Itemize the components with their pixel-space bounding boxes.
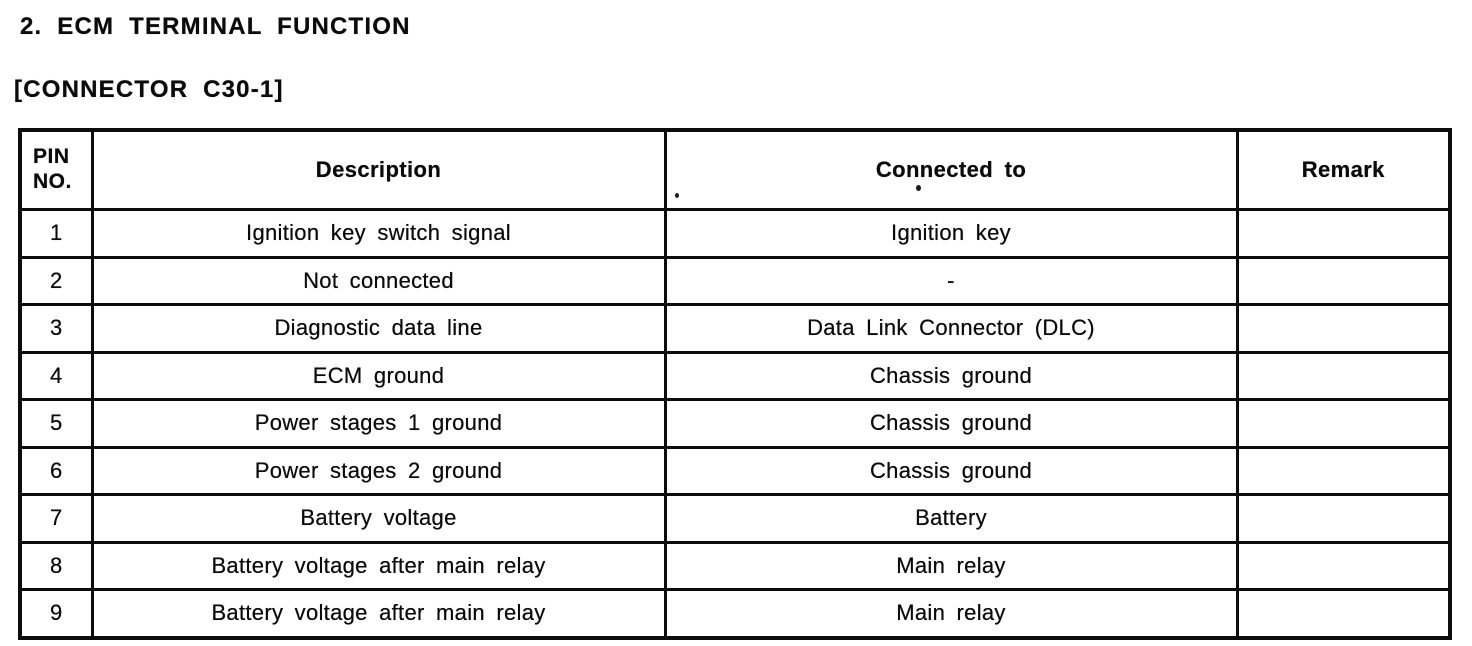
column-header-remark: Remark — [1235, 128, 1452, 211]
description-cell: Power stages 2 ground — [90, 445, 667, 496]
remark-cell — [1235, 255, 1452, 306]
column-header-description: Description — [90, 128, 667, 211]
ecm-terminal-function-table: PIN NO. Description Connected to Remark … — [18, 128, 1452, 640]
description-cell: ECM ground — [90, 350, 667, 401]
remark-cell — [1235, 493, 1452, 544]
remark-cell — [1235, 445, 1452, 496]
connected-to-cell: Chassis ground — [663, 398, 1239, 449]
description-cell: Power stages 1 ground — [90, 398, 667, 449]
table-row: 6 Power stages 2 ground Chassis ground — [18, 445, 1452, 496]
remark-cell — [1235, 303, 1452, 354]
connected-to-cell: Chassis ground — [663, 350, 1239, 401]
pin-header-line2: NO. — [33, 170, 72, 193]
description-cell: Diagnostic data line — [90, 303, 667, 354]
description-cell: Ignition key switch signal — [90, 208, 667, 259]
pin-no-cell: 3 — [18, 303, 94, 354]
description-cell: Battery voltage after main relay — [90, 588, 667, 639]
connected-to-cell: Main relay — [663, 588, 1239, 639]
table-row: 5 Power stages 1 ground Chassis ground — [18, 398, 1452, 449]
table-header-row: PIN NO. Description Connected to Remark — [18, 128, 1452, 211]
column-header-connected-to: Connected to — [663, 128, 1239, 211]
scan-artifact-dot — [675, 193, 679, 198]
pin-no-cell: 7 — [18, 493, 94, 544]
pin-no-cell: 2 — [18, 255, 94, 306]
connector-subtitle: [CONNECTOR C30-1] — [14, 76, 284, 103]
table-row: 4 ECM ground Chassis ground — [18, 350, 1452, 401]
section-title: 2. ECM TERMINAL FUNCTION — [20, 13, 411, 40]
table-row: 1 Ignition key switch signal Ignition ke… — [18, 208, 1452, 259]
description-cell: Battery voltage — [90, 493, 667, 544]
pin-header-line1: PIN — [33, 145, 70, 169]
remark-cell — [1235, 398, 1452, 449]
scan-artifact-dot — [916, 185, 921, 191]
table-row: 2 Not connected - — [18, 255, 1452, 306]
table-row: 8 Battery voltage after main relay Main … — [18, 540, 1452, 591]
pin-no-cell: 1 — [18, 208, 94, 259]
pin-no-cell: 5 — [18, 398, 94, 449]
pin-no-cell: 4 — [18, 350, 94, 401]
connected-to-cell: Main relay — [663, 540, 1239, 591]
pin-no-cell: 6 — [18, 445, 94, 496]
remark-cell — [1235, 208, 1452, 259]
pin-no-cell: 8 — [18, 540, 94, 591]
description-cell: Battery voltage after main relay — [90, 540, 667, 591]
remark-cell — [1235, 350, 1452, 401]
connected-to-cell: - — [663, 255, 1239, 306]
pin-no-cell: 9 — [18, 588, 94, 639]
description-cell: Not connected — [90, 255, 667, 306]
connected-to-cell: Battery — [663, 493, 1239, 544]
table-row: 3 Diagnostic data line Data Link Connect… — [18, 303, 1452, 354]
connected-to-cell: Ignition key — [663, 208, 1239, 259]
remark-cell — [1235, 588, 1452, 639]
connected-to-cell: Data Link Connector (DLC) — [663, 303, 1239, 354]
table-row: 9 Battery voltage after main relay Main … — [18, 588, 1452, 639]
connected-to-cell: Chassis ground — [663, 445, 1239, 496]
column-header-pin-no: PIN NO. — [18, 128, 94, 211]
remark-cell — [1235, 540, 1452, 591]
table-row: 7 Battery voltage Battery — [18, 493, 1452, 544]
